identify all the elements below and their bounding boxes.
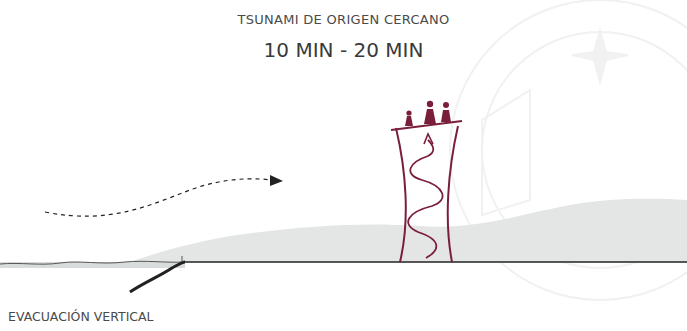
wave-direction-arrow [45, 179, 272, 216]
people [405, 101, 451, 126]
ground-line [182, 261, 687, 263]
time-range: 10 MIN - 20 MIN [0, 38, 687, 62]
tsunami-wave [130, 199, 687, 262]
coastline [130, 262, 185, 292]
sea-surface [0, 261, 185, 264]
arrow-head [270, 175, 283, 186]
sea [0, 262, 185, 268]
coast-mark [182, 256, 183, 262]
evacuation-tower [391, 121, 462, 262]
caption-label: EVACUACIÓN VERTICAL [8, 309, 154, 324]
title: TSUNAMI DE ORIGEN CERCANO [0, 12, 687, 27]
